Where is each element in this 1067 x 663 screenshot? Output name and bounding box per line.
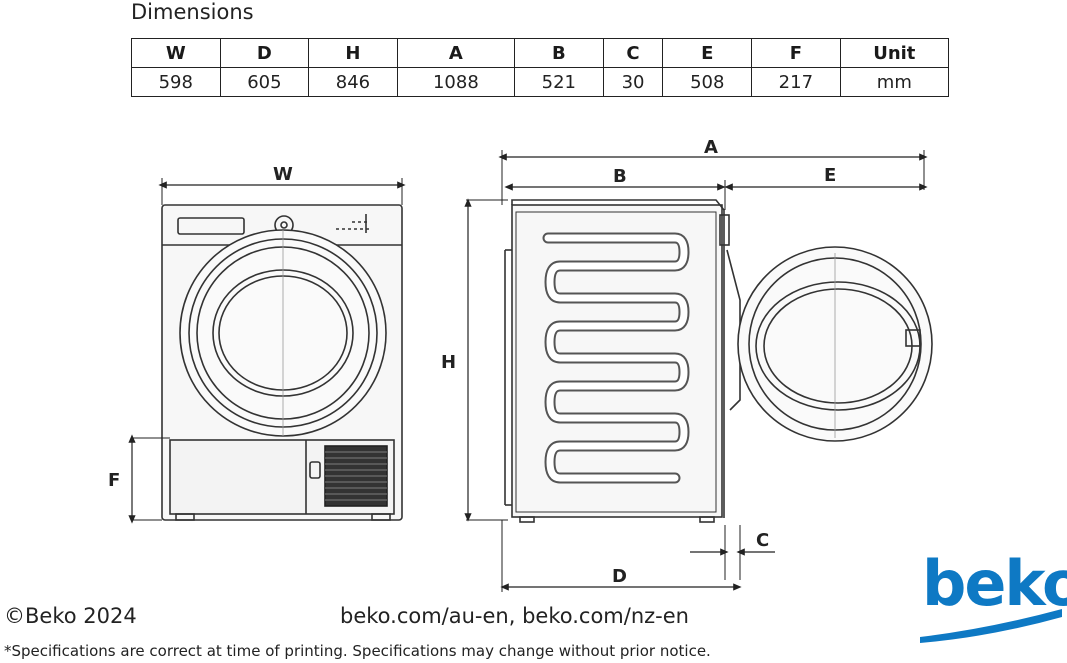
value-cell-f: 217 [751, 67, 841, 97]
value-cell-c: 30 [602, 67, 664, 97]
header-cell-w: W [131, 38, 221, 68]
header-cell-e: E [662, 38, 753, 68]
header-cell-d: D [219, 38, 310, 68]
dimension-labels: W F H A B E C D [108, 137, 836, 587]
dimensions-table: W D H A B C E F Unit 598 605 846 1088 52… [131, 38, 950, 97]
dryer-dimension-drawing: W F H A B E C D [108, 137, 933, 592]
header-cell-b: B [514, 38, 604, 68]
table-header-row: W D H A B C E F Unit [131, 38, 950, 68]
logo-swoosh-icon [920, 609, 1062, 643]
header-cell-c: C [602, 38, 664, 68]
side-view [464, 150, 933, 592]
value-cell-h: 846 [308, 67, 398, 97]
logo-wordmark: beko [922, 547, 1067, 620]
value-cell-a: 1088 [396, 67, 516, 97]
label-b: B [613, 166, 627, 187]
label-f: F [108, 470, 120, 491]
label-d: D [612, 566, 627, 587]
label-h: H [441, 352, 456, 373]
beko-logo: beko [918, 547, 1067, 645]
label-e: E [824, 165, 836, 186]
value-cell-unit: mm [839, 67, 950, 97]
value-cell-w: 598 [131, 67, 221, 97]
copyright-text: ©Beko 2024 [4, 604, 137, 628]
header-cell-unit: Unit [839, 38, 950, 68]
value-cell-e: 508 [662, 67, 753, 97]
value-cell-d: 605 [219, 67, 310, 97]
label-c: C [756, 530, 769, 551]
label-w: W [273, 164, 293, 185]
value-cell-b: 521 [514, 67, 604, 97]
label-a: A [704, 137, 718, 158]
website-links: beko.com/au-en, beko.com/nz-en [340, 604, 689, 628]
table-row: 598 605 846 1088 521 30 508 217 mm [131, 67, 950, 97]
page-title: Dimensions [131, 0, 254, 24]
header-cell-h: H [308, 38, 398, 68]
front-view [128, 178, 406, 524]
disclaimer-text: *Specifications are correct at time of p… [4, 642, 711, 660]
